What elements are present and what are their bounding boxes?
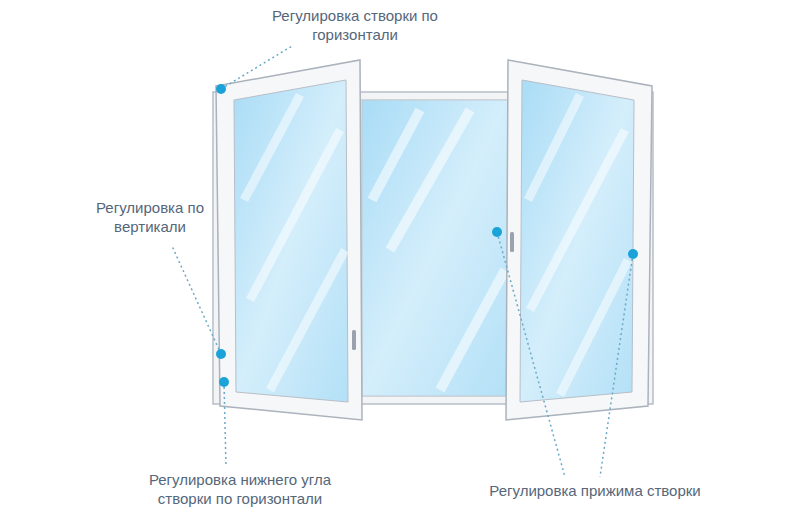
adjustment-dot bbox=[216, 349, 226, 359]
fixed-glass bbox=[362, 100, 508, 396]
glass-glare bbox=[528, 95, 628, 395]
callout-label: Регулировка прижима створки bbox=[450, 481, 740, 500]
leader-line bbox=[221, 46, 292, 89]
glass-glare bbox=[244, 95, 345, 390]
adjustment-dot bbox=[216, 84, 226, 94]
right-sash bbox=[506, 60, 652, 420]
adjustment-points bbox=[216, 84, 638, 387]
adjustment-dot bbox=[628, 249, 638, 259]
left-handle bbox=[352, 330, 356, 350]
right-handle bbox=[510, 232, 514, 252]
left-sash bbox=[216, 60, 362, 420]
leader-line bbox=[600, 254, 633, 477]
leader-lines bbox=[172, 46, 633, 477]
left-sash-glass bbox=[234, 80, 348, 402]
glass-glare bbox=[372, 110, 505, 390]
leader-line bbox=[497, 232, 565, 477]
callout-label: Регулировка створки по горизонтали bbox=[270, 6, 440, 44]
adjustment-dot bbox=[492, 227, 502, 237]
leader-line bbox=[172, 246, 221, 354]
adjustment-dot bbox=[219, 377, 229, 387]
right-sash-glass bbox=[520, 80, 634, 402]
callout-label: Регулировка по вертикали bbox=[85, 198, 215, 236]
callout-label: Регулировка нижнего угла створки по гори… bbox=[125, 470, 355, 508]
leader-line bbox=[224, 382, 226, 467]
